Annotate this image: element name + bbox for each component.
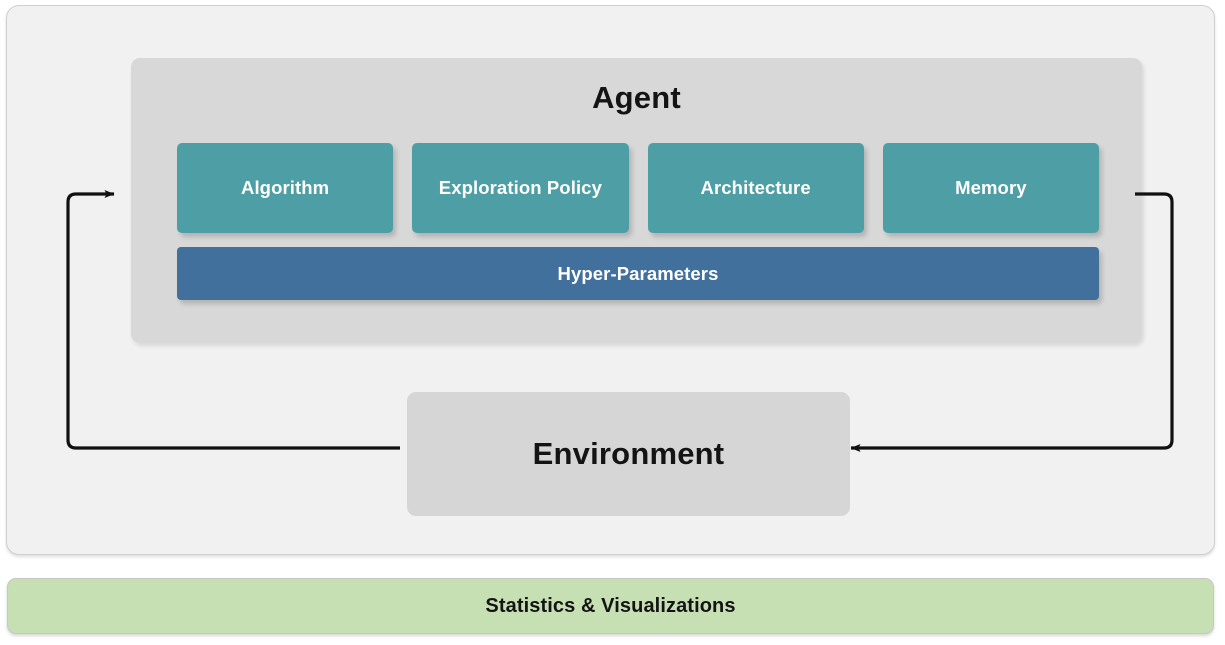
agent-component-row: Algorithm Exploration Policy Architectur…: [177, 143, 1099, 233]
agent-component-memory[interactable]: Memory: [882, 143, 1099, 233]
agent-title: Agent: [592, 80, 681, 115]
environment-container[interactable]: Environment: [407, 392, 850, 516]
agent-component-exploration-policy[interactable]: Exploration Policy: [412, 143, 629, 233]
agent-component-architecture[interactable]: Architecture: [647, 143, 864, 233]
agent-component-algorithm[interactable]: Algorithm: [177, 143, 394, 233]
statistics-visualizations-bar[interactable]: Statistics & Visualizations: [7, 578, 1214, 634]
framework-panel: Agent Algorithm Exploration Policy Archi…: [6, 5, 1215, 555]
hyper-parameters-bar[interactable]: Hyper-Parameters: [177, 247, 1099, 300]
agent-container[interactable]: Agent Algorithm Exploration Policy Archi…: [131, 58, 1142, 343]
